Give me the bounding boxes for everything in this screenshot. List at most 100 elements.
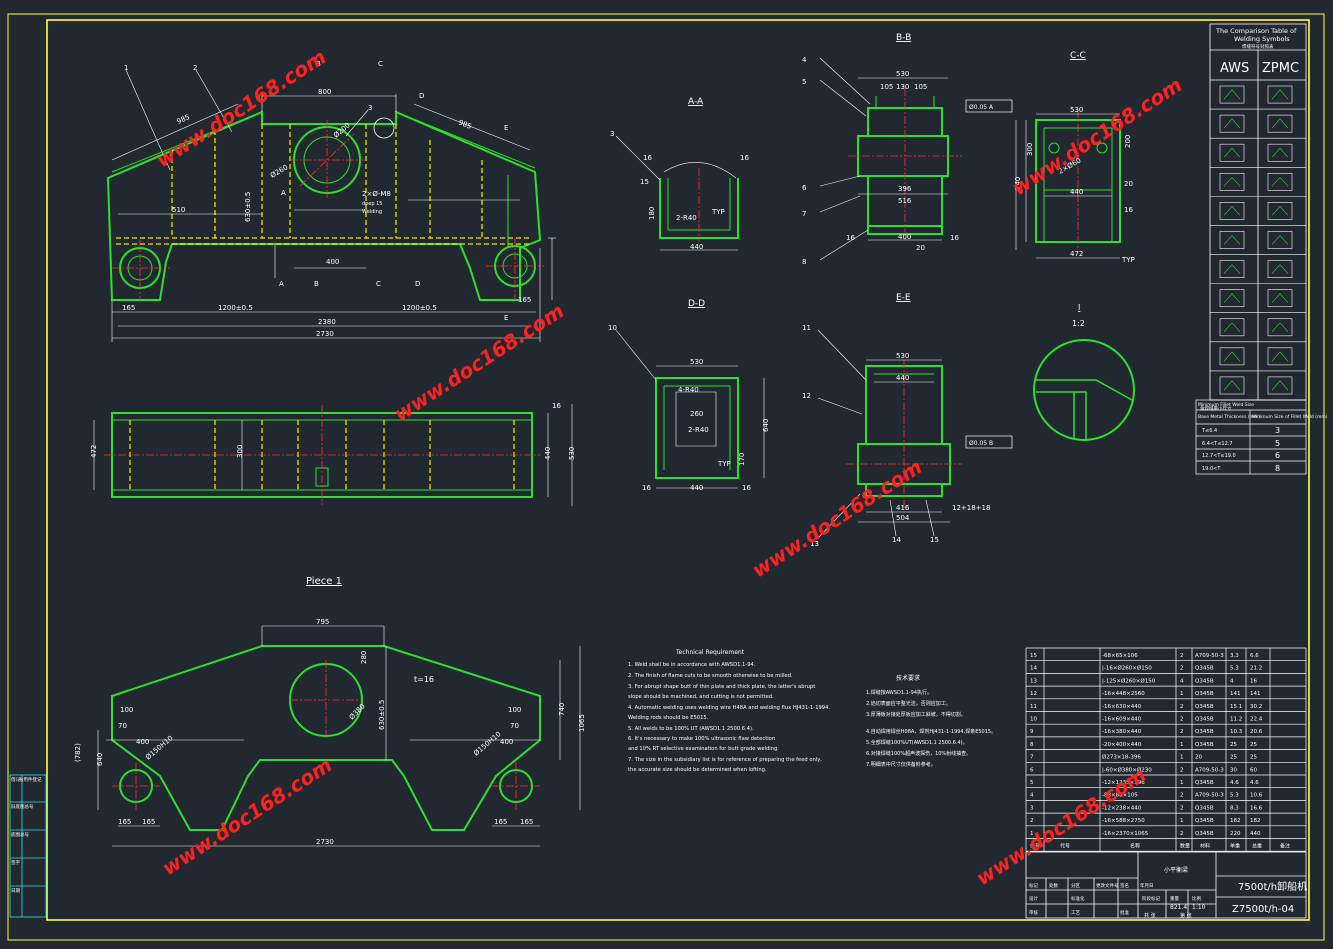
parts-cell: 1 — [1180, 755, 1184, 761]
piece1-title: Piece 1 — [306, 576, 342, 587]
tb-label: 阶段标记 — [1142, 895, 1160, 902]
p1-dim-70: 70 — [118, 722, 127, 730]
weld-joint-icon — [1271, 118, 1289, 129]
weld-joint-icon — [1223, 235, 1241, 245]
section-ee: E-E 530 440 416 504 12+18+18 11 12 13 14… — [802, 293, 1013, 548]
thread-note: 2×Ø-M8 — [362, 190, 391, 198]
dim-1200-right: 1200±0.5 — [402, 304, 437, 312]
weld-symbol-icon — [1219, 85, 1245, 104]
parts-header-cell: 代号 — [1060, 843, 1070, 850]
fillet-col1: Base Metal Thickness (mm) — [1198, 414, 1260, 420]
parts-cell: 2 — [1180, 831, 1184, 837]
parts-cell: 1 — [1180, 742, 1184, 748]
parts-cell: 182 — [1230, 818, 1241, 824]
parts-cell: 25 — [1230, 755, 1237, 761]
dd-dim-260: 260 — [690, 410, 703, 418]
parts-cell: 5.3 — [1230, 666, 1239, 672]
p1-dim-400l: 400 — [136, 738, 149, 746]
fillet-col2: Minimum Size of Fillet Weld (mm) — [1252, 414, 1328, 420]
dim-2380: 2380 — [318, 318, 336, 326]
deep-note: deep 15 — [362, 201, 382, 207]
parts-cell: 220 — [1230, 831, 1241, 837]
ee-dim-504: 504 — [896, 514, 910, 522]
parts-cell: 7 — [1030, 755, 1034, 761]
parts-cell: -16×380×440 — [1102, 729, 1142, 735]
weld-joint-icon — [1223, 89, 1241, 100]
plan-dim-16: 16 — [552, 402, 561, 410]
weld-symbol-icon — [1267, 202, 1293, 220]
parts-cell: Q345B — [1195, 831, 1214, 837]
weld-symbol-icon — [1219, 231, 1245, 249]
parts-cell: 21.2 — [1250, 666, 1262, 672]
weld-symbol-icon — [1267, 114, 1293, 133]
parts-cell: Q345B — [1195, 780, 1214, 786]
drawing-frame — [7, 13, 1325, 941]
parts-cell: 30.2 — [1250, 704, 1262, 710]
weight-value: 821.4 — [1170, 904, 1187, 911]
bb-dim-530: 530 — [896, 70, 909, 78]
bb-dim-516: 516 — [898, 197, 912, 205]
parts-header-cell: 名称 — [1130, 843, 1140, 850]
tb-label: 批准 — [1120, 909, 1129, 916]
tech-req-line: 6. It's necessary to make 100% ultrasoni… — [628, 736, 775, 742]
bb-label-5: 5 — [802, 78, 806, 86]
parts-cell: 6.6 — [1250, 653, 1259, 659]
weld-symbol-icon — [1267, 318, 1293, 337]
parts-cell: -16×588×2750 — [1102, 818, 1145, 824]
tech-requirements: Technical Requirement 1. Weld shall be i… — [628, 649, 830, 773]
tech-req-line: 4. Automatic welding uses welding wire H… — [628, 705, 830, 711]
weld-symbol-icon — [1267, 376, 1293, 395]
bb-tolerance: Ø0.05 A — [969, 104, 994, 111]
cn-req-line: 3.厚薄板对接处厚板应加工斜坡，不得切割。 — [866, 711, 966, 718]
fillet-range: T≤6.4 — [1201, 428, 1217, 434]
parts-cell: A709-50-3 — [1195, 767, 1224, 773]
tech-req-line: 1. Weld shall be in accordance with AWSD… — [628, 662, 756, 668]
title-block: 小平衡梁 7500t/h卸船机 Z7500t/h-04 821.4 1:10 共… — [1025, 851, 1307, 919]
weld-joint-icon — [1223, 176, 1241, 187]
weld-table-subtitle: 焊缝符号对照表 — [1242, 43, 1274, 50]
section-mark-c: C — [378, 60, 383, 68]
dd-note-2r40: 2-R40 — [688, 426, 709, 434]
parts-cell: 4.6 — [1230, 780, 1239, 786]
tb-label: 标记 — [1029, 882, 1038, 889]
view-title-cc: C-C — [1070, 51, 1086, 61]
p1-dim-2730: 2730 — [316, 838, 334, 846]
p1-dim-782: (782) — [74, 743, 82, 762]
p1-dim-640: 640 — [96, 753, 104, 766]
aa-dim-440: 440 — [690, 243, 703, 251]
strip-label: 日期 — [11, 888, 20, 894]
ee-label-12: 12 — [802, 392, 811, 400]
bb-dim-105a: 105 — [880, 83, 893, 91]
weld-symbol-icon — [1267, 347, 1293, 366]
cc-dim-740: 740 — [1014, 177, 1022, 190]
bb-dim-396: 396 — [898, 185, 912, 193]
p1-dim-280: 280 — [360, 651, 368, 664]
cc-dim-300: 300 — [1026, 143, 1034, 156]
cn-req-line: 5.全部焊缝100%UT(AWSD1.1 2500.6.4)。 — [866, 739, 968, 746]
p1-dim-795: 795 — [316, 618, 329, 626]
dd-label-10: 10 — [608, 324, 617, 332]
dd-dim-530: 530 — [690, 358, 703, 366]
cn-req-line: 1.焊缝按AWSD1.1-94执行。 — [866, 689, 932, 696]
weld-symbol-table: The Comparison Table of Welding Symbols … — [1209, 23, 1307, 401]
cn-req-line: 4.自动焊用焊丝H08A，焊剂HJ431-1-1994,焊条E5015。 — [866, 728, 996, 735]
bb-label-8: 8 — [802, 258, 806, 266]
parts-cell: A709-50-3 — [1195, 793, 1224, 799]
tech-req-line: slope should be machined, and cutting is… — [628, 694, 774, 700]
parts-header-cell: 备注 — [1280, 843, 1290, 850]
strip-label: 底图总号 — [11, 831, 29, 838]
cc-dim-200: 200 — [1124, 135, 1132, 148]
weld-joint-icon — [1223, 264, 1241, 274]
weld-joint-icon — [1271, 380, 1289, 391]
plan-dim-530: 530 — [568, 447, 576, 460]
section-mark-d2: D — [415, 280, 420, 288]
weld-symbol-icon — [1267, 85, 1293, 104]
weld-joint-icon — [1271, 351, 1289, 362]
cn-req-line: 6.对接焊缝100%超声波探伤，10%射线抽查。 — [866, 750, 971, 757]
parts-header-cell: 单重 — [1230, 843, 1240, 850]
left-strip — [9, 774, 47, 918]
parts-cell: 440 — [1250, 831, 1261, 837]
